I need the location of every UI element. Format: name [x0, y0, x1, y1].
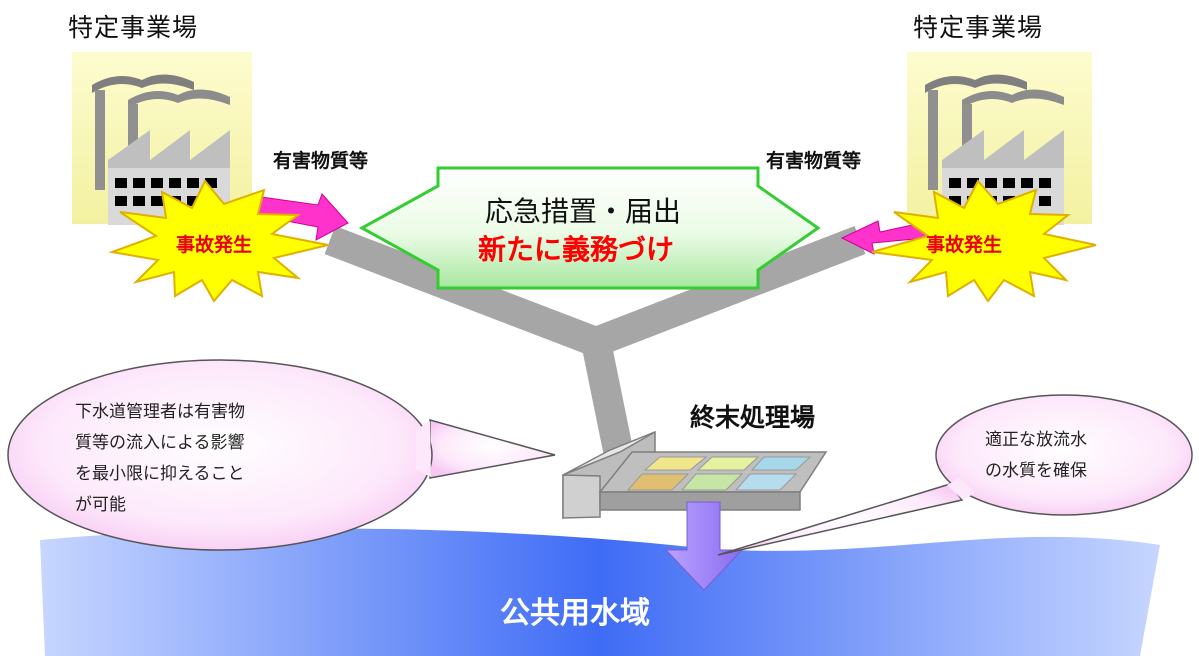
substance-right-label: 有害物質等 [766, 150, 862, 172]
factory-left-icon [72, 52, 252, 225]
public-water-body [40, 528, 1160, 656]
factory-left-title: 特定事業場 [68, 13, 199, 42]
right-callout-line: 適正な放流水 [985, 430, 1087, 450]
public-water-label: 公共用水域 [500, 596, 650, 631]
accident-right-label: 事故発生 [926, 234, 1003, 256]
left-callout-text: 下水道管理者は有害物 質等の流入による影響 を最小限に抑えること が可能 [75, 397, 245, 521]
left-callout-line: 下水道管理者は有害物 [75, 402, 245, 422]
left-callout-bubble [7, 359, 556, 551]
factory-right-title: 特定事業場 [913, 13, 1044, 42]
substance-left-label: 有害物質等 [273, 150, 369, 172]
treatment-plant-icon [562, 430, 828, 520]
left-callout-line: 質等の流入による影響 [75, 433, 245, 453]
sewer-pipe-network [324, 225, 866, 453]
accident-left-label: 事故発生 [176, 234, 253, 256]
left-callout-line: を最小限に抑えること [75, 464, 245, 484]
emergency-measures-box [358, 166, 821, 290]
right-callout-text: 適正な放流水 の水質を確保 [985, 425, 1087, 487]
new-obligation-label: 新たに義務づけ [478, 233, 675, 266]
right-callout-bubble [717, 394, 1193, 556]
left-callout-line: が可能 [75, 495, 126, 515]
right-callout-line: の水質を確保 [985, 461, 1087, 481]
treatment-plant-title: 終末処理場 [690, 403, 816, 432]
discharge-down-arrow-icon [664, 501, 744, 591]
emergency-measures-label: 応急措置・届出 [485, 195, 682, 228]
accident-burst-right-icon [871, 179, 1097, 303]
accident-burst-left-icon [108, 179, 329, 303]
